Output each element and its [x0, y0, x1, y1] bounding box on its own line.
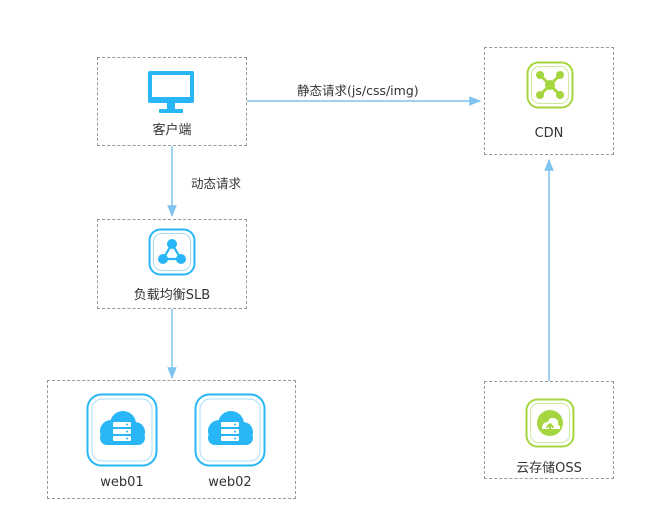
client-label: 客户端	[152, 123, 192, 138]
cdn-node: CDN	[484, 47, 614, 155]
web02-label: web02	[208, 475, 252, 490]
static-request-label: 静态请求(js/css/img)	[297, 83, 419, 98]
share-nodes-icon	[148, 228, 196, 276]
web01-label: web01	[100, 475, 144, 490]
cdn-label: CDN	[534, 126, 564, 141]
cloud-storage-icon	[525, 398, 575, 448]
oss-label: 云存储OSS	[516, 461, 582, 476]
oss-node: 云存储OSS	[484, 381, 614, 479]
cdn-network-icon	[526, 61, 574, 109]
slb-label: 负载均衡SLB	[133, 288, 211, 303]
web01-node: web01	[85, 393, 159, 493]
web02-node: web02	[193, 393, 267, 493]
dynamic-request-label: 动态请求	[191, 176, 242, 191]
web-server-group: web01 web02	[47, 380, 296, 499]
cloud-server-icon	[194, 393, 266, 467]
cloud-server-icon	[86, 393, 158, 467]
monitor-icon	[148, 71, 194, 113]
client-node: 客户端	[97, 57, 247, 146]
slb-node: 负载均衡SLB	[97, 219, 247, 309]
